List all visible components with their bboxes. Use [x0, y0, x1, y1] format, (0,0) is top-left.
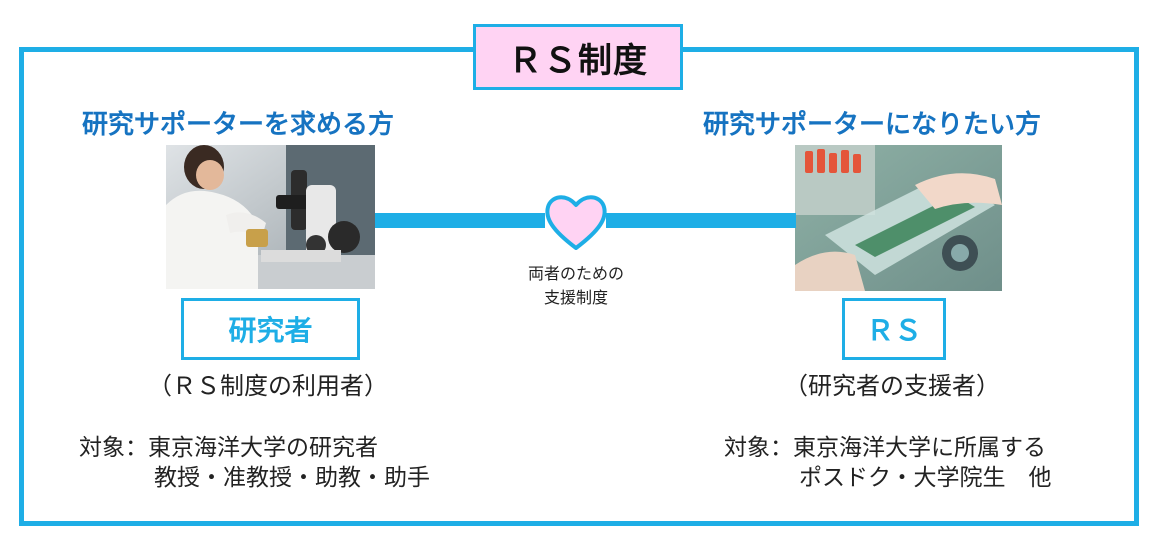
center-label-line: 支援制度 [500, 286, 652, 310]
target-label: 対象： [79, 433, 148, 463]
role-sub-rs: （研究者の支援者） [784, 366, 1000, 401]
target-right: 対象： 東京海洋大学に所属する ポスドク・大学院生 他 [724, 433, 1052, 493]
target-line: 東京海洋大学に所属する [793, 433, 1046, 463]
page-title: ＲＳ制度 [473, 24, 683, 90]
target-line: 教授・准教授・助教・助手 [154, 463, 430, 493]
left-heading: 研究サポーターを求める方 [82, 104, 394, 141]
target-line: 東京海洋大学の研究者 [148, 433, 378, 463]
target-label: 対象： [724, 433, 793, 463]
connector-line-left [375, 213, 545, 228]
heart-icon [542, 190, 610, 254]
center-label-line: 両者のための [500, 262, 652, 286]
target-left: 対象： 東京海洋大学の研究者 教授・准教授・助教・助手 [79, 433, 430, 493]
center-label: 両者のための 支援制度 [500, 262, 652, 310]
target-line: ポスドク・大学院生 他 [799, 463, 1052, 493]
lab-samples-photo [795, 145, 1002, 291]
researcher-microscope-photo [166, 145, 375, 289]
right-heading: 研究サポーターになりたい方 [703, 104, 1041, 141]
role-sub-researcher: （ＲＳ制度の利用者） [148, 366, 388, 401]
role-box-researcher: 研究者 [181, 298, 360, 360]
connector-line-right [606, 213, 796, 228]
role-box-rs: ＲＳ [842, 298, 946, 360]
